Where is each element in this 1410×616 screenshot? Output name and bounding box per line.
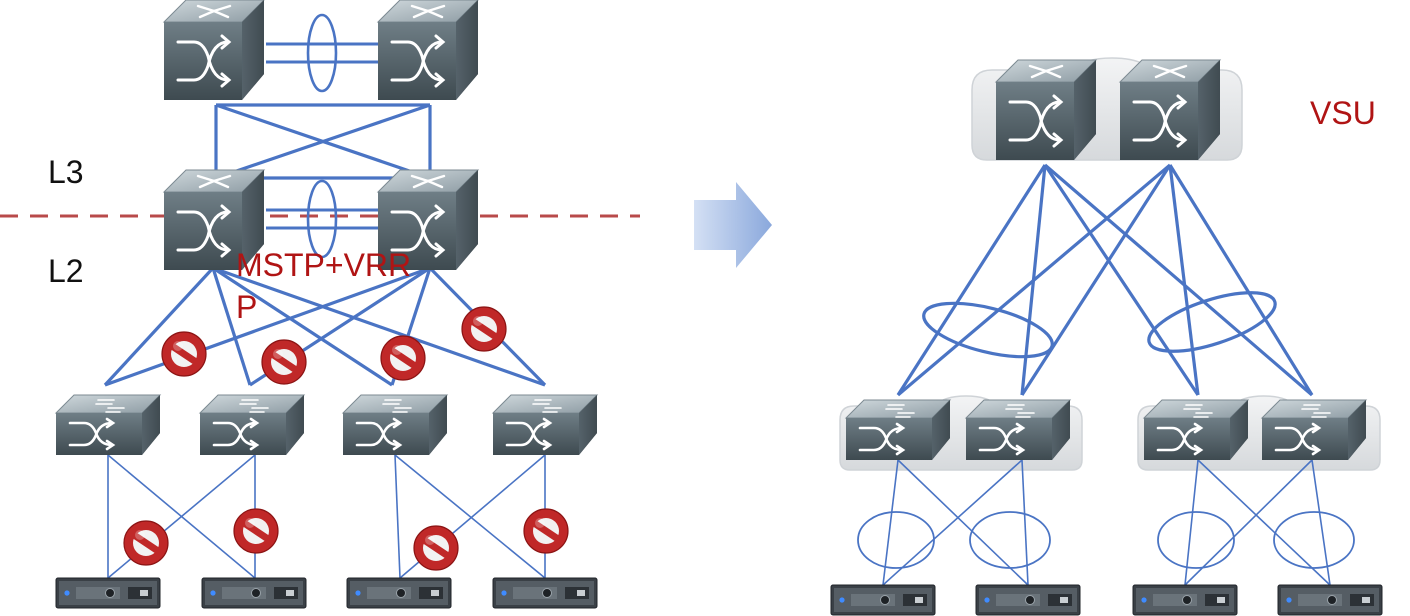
blocked-link-icon <box>414 526 458 570</box>
server-icon <box>1132 584 1238 616</box>
blocked-link-icon <box>234 509 278 553</box>
protocol-label-line1: MSTP+VRR <box>236 247 411 283</box>
server-icon <box>346 577 452 609</box>
blocked-link-icon <box>262 340 306 384</box>
access-server-links <box>107 454 546 579</box>
blocked-link-icon <box>162 332 206 376</box>
blocked-link-icon <box>124 521 168 565</box>
core-distribution-links <box>214 103 432 180</box>
vsu-label: VSU <box>1310 95 1376 131</box>
traditional-topology: L3 L2 MSTP+VRR P <box>0 0 640 609</box>
access-switch-icon <box>1142 398 1250 462</box>
l2-label: L2 <box>48 253 84 289</box>
access-switch-icon <box>964 398 1072 462</box>
core-switch-icon <box>1118 58 1222 162</box>
access-switch-icon <box>198 393 306 457</box>
blocked-link-icon <box>524 509 568 553</box>
server-icon <box>201 577 307 609</box>
server-icon <box>492 577 598 609</box>
l3-label: L3 <box>48 154 84 190</box>
access-switch-icon <box>844 398 952 462</box>
access-switch-icon <box>1260 398 1368 462</box>
core-switch-icon <box>994 58 1098 162</box>
access-switch-icon <box>491 393 599 457</box>
vsu-topology: VSU <box>830 57 1383 616</box>
vsu-server-links <box>857 459 1355 586</box>
access-switch-icon <box>54 393 162 457</box>
distribution-pair-links <box>266 179 378 259</box>
blocked-link-icon <box>381 336 425 380</box>
server-icon <box>975 584 1081 616</box>
core-pair-links <box>266 13 378 93</box>
server-icon <box>1277 584 1383 616</box>
right-arrow-icon <box>694 182 772 268</box>
access-switch-icon <box>341 393 449 457</box>
core-switch-icon <box>376 0 480 102</box>
blocked-link-icon <box>462 307 506 351</box>
server-icon <box>830 584 936 616</box>
vsu-uplinks <box>896 163 1314 397</box>
protocol-label-line2: P <box>236 289 257 325</box>
core-switch-icon <box>162 0 266 102</box>
server-icon <box>55 577 161 609</box>
